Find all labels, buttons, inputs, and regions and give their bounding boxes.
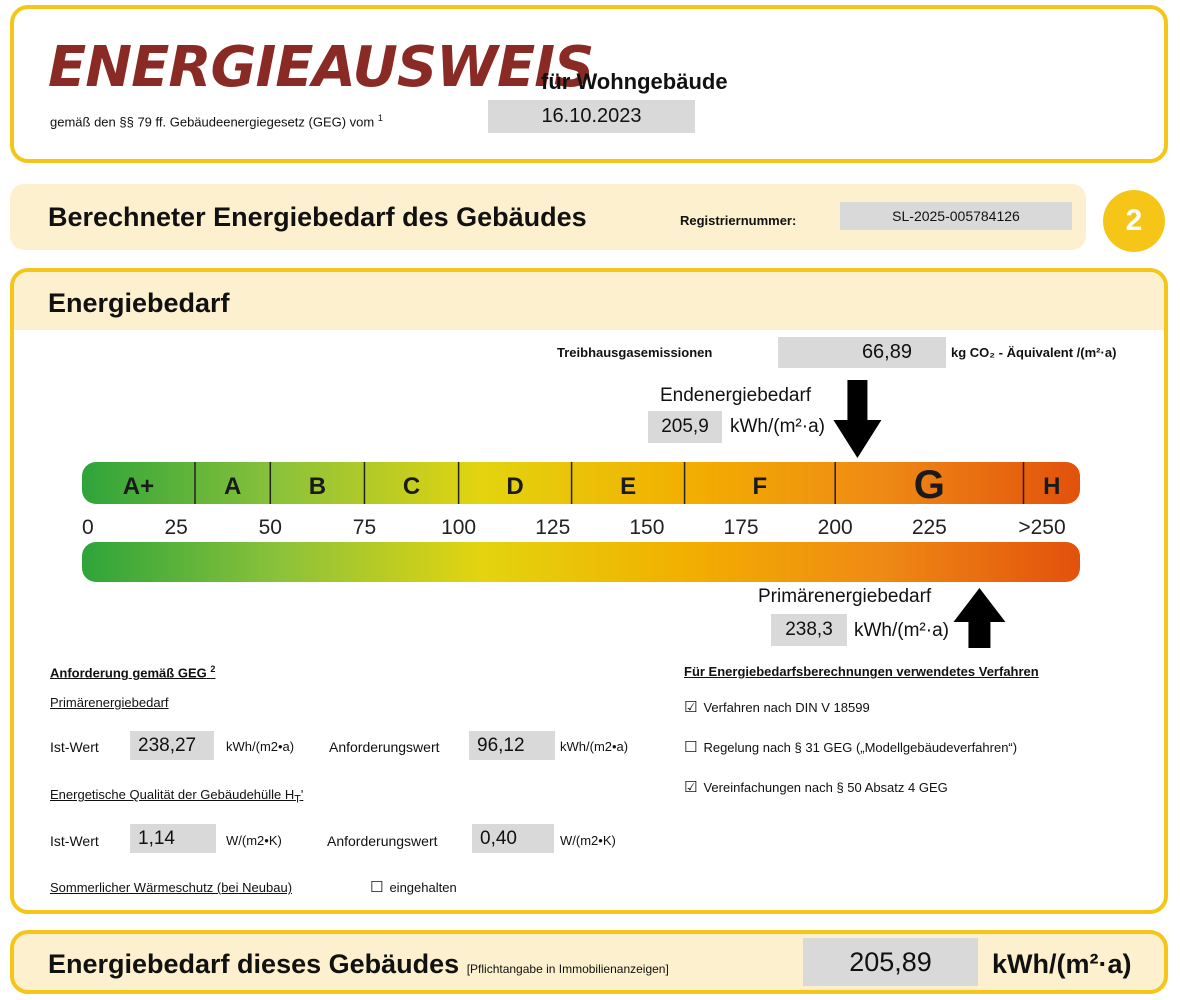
registry-number-field: SL-2025-005784126 [840,202,1072,230]
hull-anf-field: 0,40 [472,824,554,853]
summer-protection-checkbox[interactable]: ☐ eingehalten [370,878,457,896]
footer-unit: kWh/(m²·a) [992,949,1132,979]
end-energy-value-field: 205,9 [648,411,722,443]
energy-class-label: C [403,473,420,500]
scale-tick-label: 25 [164,516,187,539]
scale-tick-label: >250 [1018,516,1065,539]
legal-footnote: 1 [377,113,383,123]
scale-tick-label: 100 [441,516,476,539]
hull-ist-unit: W/(m2•K) [226,833,282,848]
primary-energy-value-field: 238,3 [771,614,847,646]
procedures-title: Für Energiebedarfsberechnungen verwendet… [684,664,1039,679]
footer-value-field: 205,89 [803,938,978,986]
footer-title-text: Energiebedarf dieses Gebäudes [48,949,460,979]
primary-ist-field: 238,27 [130,731,214,760]
certificate-header: ENERGIEAUSWEIS für Wohngebäude gemäß den… [10,5,1168,163]
page-number-badge: 2 [1103,190,1165,252]
primary-ist-label: Ist-Wert [50,739,99,755]
checkbox-unchecked-icon: ☐ [684,739,698,756]
energy-demand-title: Energiebedarf [48,288,230,318]
energy-class-label: B [309,473,326,500]
primary-requirement-subtitle: Primärenergiebedarf [50,695,169,710]
footer-note: [Pflichtangabe in Immobilienanzeigen] [466,962,669,976]
hull-ist-label: Ist-Wert [50,833,99,849]
co2-label: Treibhausgasemissionen [557,345,713,360]
hull-prime: ' [300,787,304,802]
certificate-title: ENERGIEAUSWEIS [48,35,594,100]
energy-class-label: A [224,473,241,500]
scale-tick-label: 200 [818,516,853,539]
energy-class-label: H [1043,473,1060,500]
requirements-footnote: 2 [210,664,216,674]
procedure-label: Verfahren nach DIN V 18599 [703,700,870,715]
requirements-title: Anforderung gemäß GEG 2 [50,664,215,680]
scale-tick-label: 75 [353,516,376,539]
issue-date-field: 16.10.2023 [488,100,695,133]
scale-tick-label: 0 [82,516,94,539]
hull-quality-text: Energetische Qualität der Gebäudehülle H [50,787,295,802]
energy-class-label: G [914,463,945,507]
checkbox-unchecked-icon: ☐ [370,879,384,896]
procedure-item-model[interactable]: ☐ Regelung nach § 31 GEG („Modellgebäudev… [684,738,1017,756]
energy-class-bar [82,462,1080,504]
checkbox-checked-icon: ☑ [684,779,698,796]
co2-unit: kg CO₂ - Äquivalent /(m²·a) [951,345,1117,360]
hull-subscript: T [294,793,301,806]
summer-protection-label: Sommerlicher Wärmeschutz (bei Neubau) [50,880,293,895]
energy-class-label: A+ [123,473,154,500]
scale-tick-label: 50 [259,516,282,539]
checkbox-checked-icon: ☑ [684,699,698,716]
energy-scale-chart: A+ A B C D E F G H 0 25 50 75 100 125 150 175 200 225 >250 [82,380,1080,648]
section-title: Berechneter Energiebedarf des Gebäudes [48,202,587,232]
primary-ist-unit: kWh/(m2•a) [226,739,295,754]
certificate-subtitle: für Wohngebäude [541,69,728,94]
end-energy-arrow [833,380,882,458]
primary-energy-label: Primärenergiebedarf [758,586,932,607]
primary-energy-arrow [953,588,1006,648]
legal-basis: gemäß den §§ 79 ff. Gebäudeenergiegesetz… [50,113,383,129]
hull-anf-unit: W/(m2•K) [560,833,616,848]
energy-gradient-bar [82,542,1080,582]
scale-tick-label: 225 [912,516,947,539]
procedure-label: Vereinfachungen nach § 50 Absatz 4 GEG [703,780,948,795]
summer-protection-status: eingehalten [389,880,457,895]
end-energy-label: Endenergiebedarf [660,385,812,406]
scale-tick-label: 175 [724,516,759,539]
energy-class-label: E [620,473,636,500]
energy-class-label: D [506,473,523,500]
procedure-label: Regelung nach § 31 GEG („Modellgebäudeve… [703,740,1018,755]
primary-anf-field: 96,12 [469,731,555,760]
hull-quality-subtitle: Energetische Qualität der Gebäudehülle H… [50,787,303,806]
scale-tick-label: 150 [629,516,664,539]
primary-anf-unit: kWh/(m2•a) [560,739,629,754]
energy-demand-header: Energiebedarf [14,272,1164,330]
building-demand-footer: Energiebedarf dieses Gebäudes [Pflichtan… [10,930,1168,994]
registry-label: Registriernummer: [680,213,797,228]
procedure-item-simplifications[interactable]: ☑ Vereinfachungen nach § 50 Absatz 4 GEG [684,778,948,796]
hull-anf-label: Anforderungswert [327,833,438,849]
procedure-item-din[interactable]: ☑ Verfahren nach DIN V 18599 [684,698,870,716]
hull-ist-field: 1,14 [130,824,216,853]
energy-class-label: F [753,473,768,500]
scale-tick-label: 125 [535,516,570,539]
primary-energy-unit: kWh/(m²·a) [854,620,949,641]
end-energy-unit: kWh/(m²·a) [730,416,825,437]
footer-title: Energiebedarf dieses Gebäudes [Pflichtan… [48,949,669,980]
co2-value-field: 66,89 [778,337,946,368]
requirements-title-text: Anforderung gemäß GEG [50,665,207,681]
energy-demand-panel: Energiebedarf Treibhausgasemissionen 66,… [10,268,1168,914]
legal-basis-text: gemäß den §§ 79 ff. Gebäudeenergiegesetz… [50,114,375,130]
primary-anf-label: Anforderungswert [329,739,440,755]
section-header: Berechneter Energiebedarf des Gebäudes R… [10,184,1086,250]
